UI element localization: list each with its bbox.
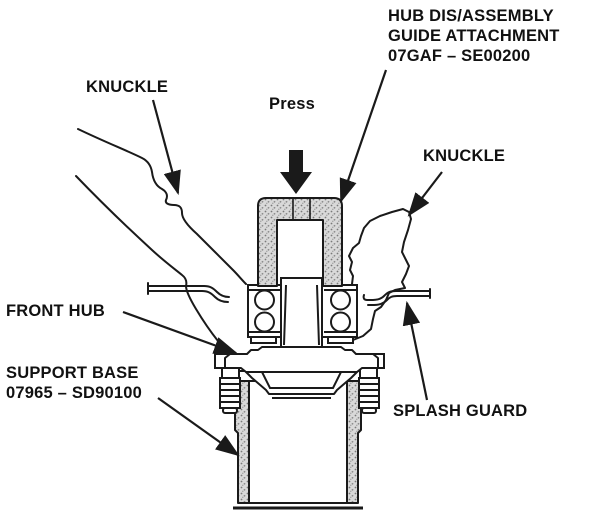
press-arrow-icon	[280, 150, 312, 194]
splash-guard-label: SPLASH GUARD	[393, 402, 528, 420]
leader-arrow-splash-guard	[402, 300, 429, 401]
leader-arrow-guide-attachment	[339, 69, 388, 204]
splash-guard-left-shape	[147, 282, 230, 303]
support-base-label: SUPPORT BASE 07965 – SD90100	[6, 363, 142, 403]
leader-arrow-front-hub	[122, 310, 239, 355]
press-label: Press	[269, 95, 315, 113]
guide-attachment-label-line3: 07GAF – SE00200	[388, 47, 531, 65]
support-base-label-line1: SUPPORT BASE	[6, 364, 139, 382]
leader-arrow-knuckle-right	[407, 171, 443, 217]
hub-spindle	[280, 277, 323, 348]
leader-arrows	[122, 69, 443, 457]
leader-arrow-support-base	[157, 397, 240, 457]
leader-arrow-knuckle-left	[151, 99, 181, 196]
knuckle-left-label: KNUCKLE	[86, 78, 169, 96]
support-base-label-line2: 07965 – SD90100	[6, 384, 143, 402]
bearing-assembly	[247, 277, 358, 348]
front-hub-shape	[224, 346, 379, 399]
splash-guard-right-shape	[362, 288, 431, 306]
guide-attachment-tool-shape	[257, 197, 343, 287]
front-hub-label: FRONT HUB	[6, 302, 105, 320]
guide-attachment-label-line1: HUB DIS/ASSEMBLY	[388, 7, 554, 25]
guide-attachment-label-line2: GUIDE ATTACHMENT	[388, 27, 560, 45]
knuckle-right-label: KNUCKLE	[423, 147, 506, 165]
guide-attachment-label: HUB DIS/ASSEMBLY GUIDE ATTACHMENT 07GAF …	[388, 6, 560, 66]
